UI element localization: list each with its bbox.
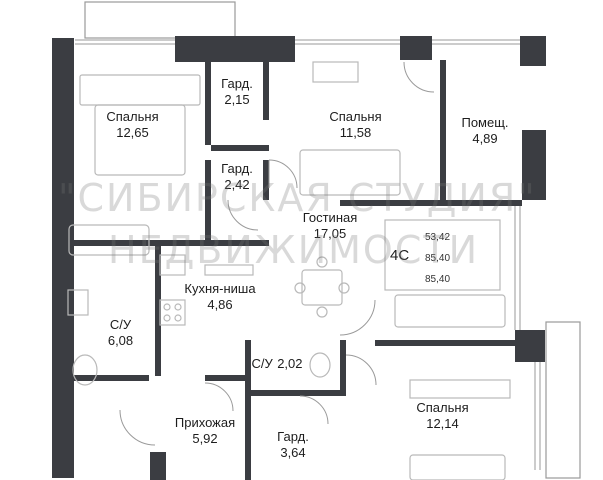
room-name: С/У bbox=[251, 356, 273, 371]
balcony-outlines bbox=[84, 1, 581, 479]
room-area: 4,89 bbox=[472, 131, 498, 147]
room-area: 12,65 bbox=[116, 125, 149, 141]
room-name: Спальня bbox=[416, 400, 469, 415]
room-area: 4,86 bbox=[207, 297, 233, 313]
room-area: 2,02 bbox=[277, 356, 303, 371]
room-name: Гостиная bbox=[302, 210, 358, 225]
area-total-2: 85,40 bbox=[425, 274, 451, 285]
room-label-living: Гостиная 17,05 bbox=[290, 210, 370, 243]
door-swings bbox=[119, 61, 435, 446]
room-name: Гард. bbox=[277, 429, 309, 444]
apartment-code: 4С bbox=[390, 247, 410, 264]
room-name: Помещ. bbox=[461, 115, 509, 130]
room-label-bedroom-3: Спальня 12,14 bbox=[405, 400, 480, 433]
area-total: 85,40 bbox=[425, 253, 451, 264]
room-area: 2,42 bbox=[224, 177, 250, 193]
room-name: Прихожая bbox=[174, 415, 236, 430]
window-lines bbox=[75, 39, 541, 470]
room-label-bedroom-2: Спальня 11,58 bbox=[318, 109, 393, 142]
room-area: 17,05 bbox=[313, 226, 347, 242]
room-name: Кухня-ниша bbox=[184, 281, 256, 296]
walls bbox=[52, 36, 546, 480]
room-name: Гард. bbox=[221, 161, 253, 176]
room-label-bath-2: С/У 2,02 bbox=[247, 354, 307, 374]
furniture bbox=[67, 61, 511, 480]
room-name: Спальня bbox=[106, 109, 159, 124]
room-area: 12,14 bbox=[426, 416, 459, 432]
room-label-bath-1: С/У 6,08 bbox=[98, 317, 143, 350]
room-label-kitchen: Кухня-ниша 4,86 bbox=[175, 281, 265, 314]
room-label-wardrobe-2: Гард. 2,42 bbox=[212, 161, 262, 194]
room-name: Спальня bbox=[329, 109, 382, 124]
room-label-bedroom-1: Спальня 12,65 bbox=[95, 109, 170, 142]
room-label-wardrobe-3: Гард. 3,64 bbox=[268, 429, 318, 462]
room-name: С/У bbox=[109, 317, 132, 332]
room-area: 6,08 bbox=[107, 333, 134, 349]
area-living: 53,42 bbox=[425, 232, 451, 243]
room-area: 5,92 bbox=[192, 431, 218, 447]
room-area: 2,15 bbox=[224, 92, 250, 108]
room-area: 11,58 bbox=[339, 125, 372, 141]
room-area: 3,64 bbox=[280, 445, 306, 461]
room-label-hall: Прихожая 5,92 bbox=[165, 415, 245, 448]
room-label-storage: Помещ. 4,89 bbox=[450, 115, 520, 148]
room-name: Гард. bbox=[221, 76, 253, 91]
room-label-wardrobe-1: Гард. 2,15 bbox=[212, 76, 262, 109]
